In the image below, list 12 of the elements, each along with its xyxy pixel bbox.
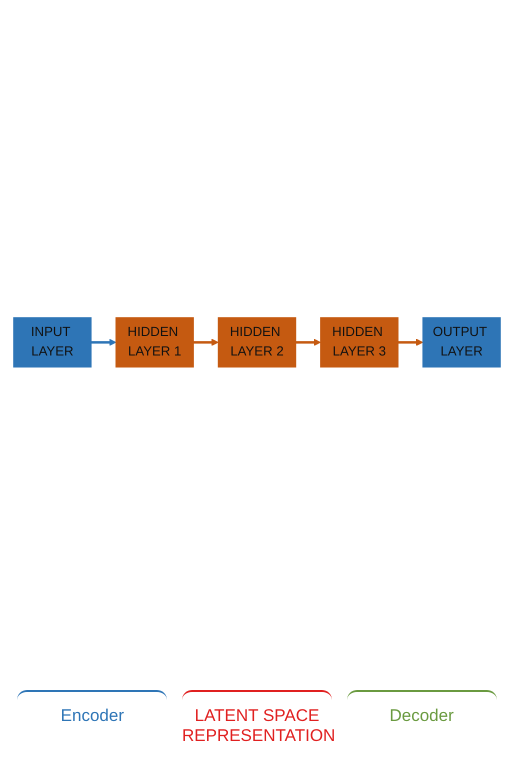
arrow — [296, 338, 321, 346]
node-box: HIDDEN LAYER 1 — [116, 316, 194, 368]
group-label: Encoder — [17, 690, 168, 726]
node-box: HIDDEN LAYER 3 — [320, 316, 398, 368]
group-label: Decoder — [346, 690, 497, 726]
node-box: HIDDEN LAYER 2 — [218, 316, 296, 368]
group-label: LATENT SPACE REPRESENTATION — [182, 690, 332, 746]
node-box: INPUT LAYER — [13, 316, 92, 368]
arrow — [91, 338, 116, 346]
node-box: OUTPUT LAYER — [422, 316, 501, 368]
arrow — [398, 338, 424, 346]
arrow — [193, 338, 219, 346]
